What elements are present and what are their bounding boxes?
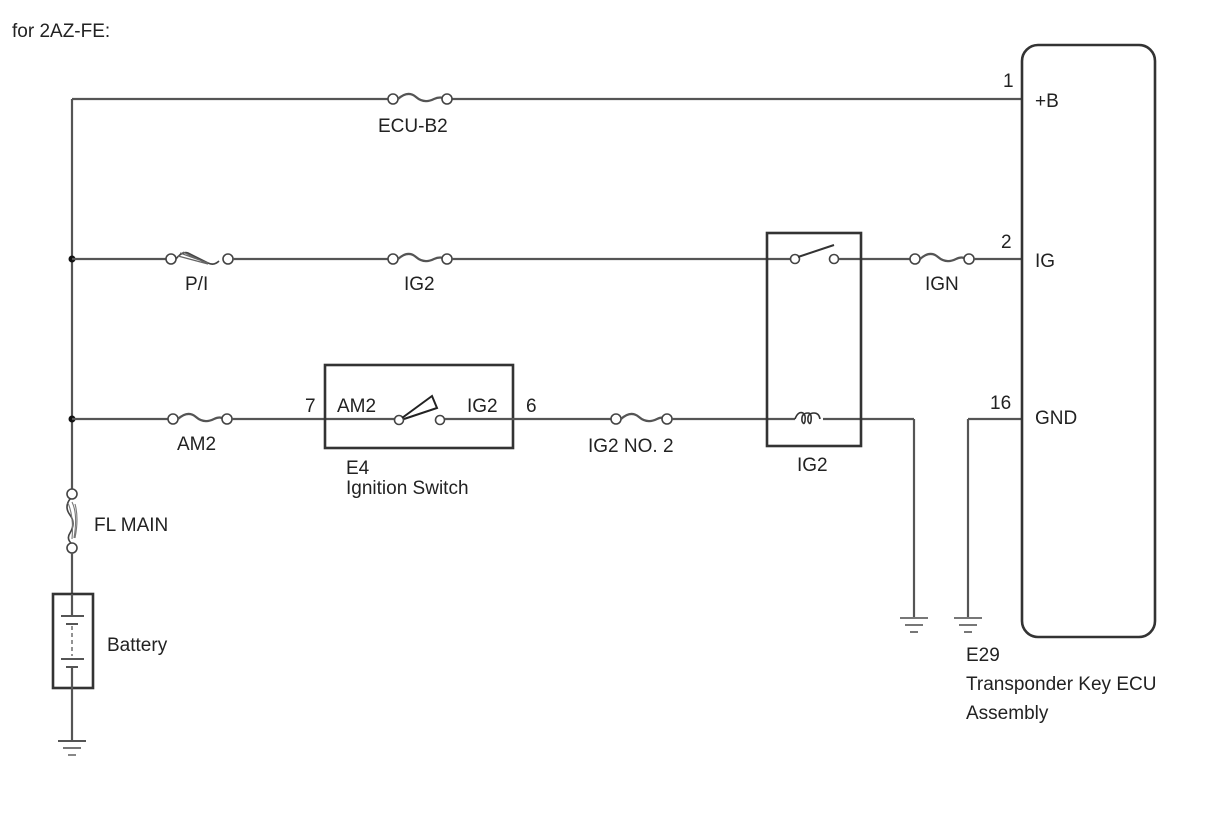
fusible-link-p-i-label: P/I xyxy=(185,274,208,295)
relay-switch-icon xyxy=(789,244,840,265)
fuse-am2-label: AM2 xyxy=(177,434,216,455)
fuse-ig2-label: IG2 xyxy=(404,274,435,295)
ground-icon xyxy=(58,740,86,756)
ecu-pin-16-number: 16 xyxy=(990,393,1011,414)
am2-line: AM2 7 AM2 IG2 6 E4 Ignition Switch IG2 N… xyxy=(72,363,928,633)
diagram-title: for 2AZ-FE: xyxy=(12,21,110,42)
ignition-switch-ig2-label: IG2 xyxy=(467,396,498,417)
fuse-ig2-no2-label: IG2 NO. 2 xyxy=(588,436,674,457)
ecu-name-line1: Transponder Key ECU xyxy=(966,674,1156,695)
ignition-switch-name: Ignition Switch xyxy=(346,478,469,499)
ecu-box xyxy=(1020,43,1157,639)
fuse-am2-icon xyxy=(167,412,233,425)
fusible-link-fl-main-icon xyxy=(66,488,78,554)
fuse-ign-label: IGN xyxy=(925,274,959,295)
relay-ig2-box xyxy=(765,231,863,448)
relay-coil-icon xyxy=(794,411,821,425)
fuse-ecu-b2-label: ECU-B2 xyxy=(378,116,448,137)
ecu-code: E29 xyxy=(966,645,1000,666)
relay-ig2-label: IG2 xyxy=(797,455,828,476)
battery-icon xyxy=(61,594,84,688)
ignition-switch-pin-6: 6 xyxy=(526,396,537,417)
ig-line: P/I IG2 IGN xyxy=(72,244,1022,295)
fuse-ig2-no2-icon xyxy=(610,412,673,425)
ignition-switch-box xyxy=(323,363,515,450)
fuse-ig2-icon xyxy=(387,252,453,265)
fuse-ign-icon xyxy=(909,252,975,265)
ecu-pin-1-label: +B xyxy=(1035,91,1059,112)
ecu-b2-line: ECU-B2 xyxy=(72,92,1022,137)
ignition-switch-contact-icon xyxy=(393,394,446,426)
battery-label: Battery xyxy=(107,635,168,656)
ignition-switch-pin-7: 7 xyxy=(305,396,316,417)
ignition-switch-code: E4 xyxy=(346,458,370,479)
ecu-pin-1-number: 1 xyxy=(1003,71,1014,92)
ecu-pin-16-label: GND xyxy=(1035,408,1077,429)
fusible-link-fl-main-label: FL MAIN xyxy=(94,515,168,536)
ground-icon xyxy=(900,617,928,633)
ecu-name-line2: Assembly xyxy=(966,703,1049,724)
ecu-pin-2-number: 2 xyxy=(1001,232,1012,253)
ecu-pin-2-label: IG xyxy=(1035,251,1055,272)
ground-icon xyxy=(954,617,982,633)
fuse-ecu-b2-icon xyxy=(387,92,453,105)
ignition-switch-am2-label: AM2 xyxy=(337,396,376,417)
fusible-link-p-i-icon xyxy=(165,251,234,265)
